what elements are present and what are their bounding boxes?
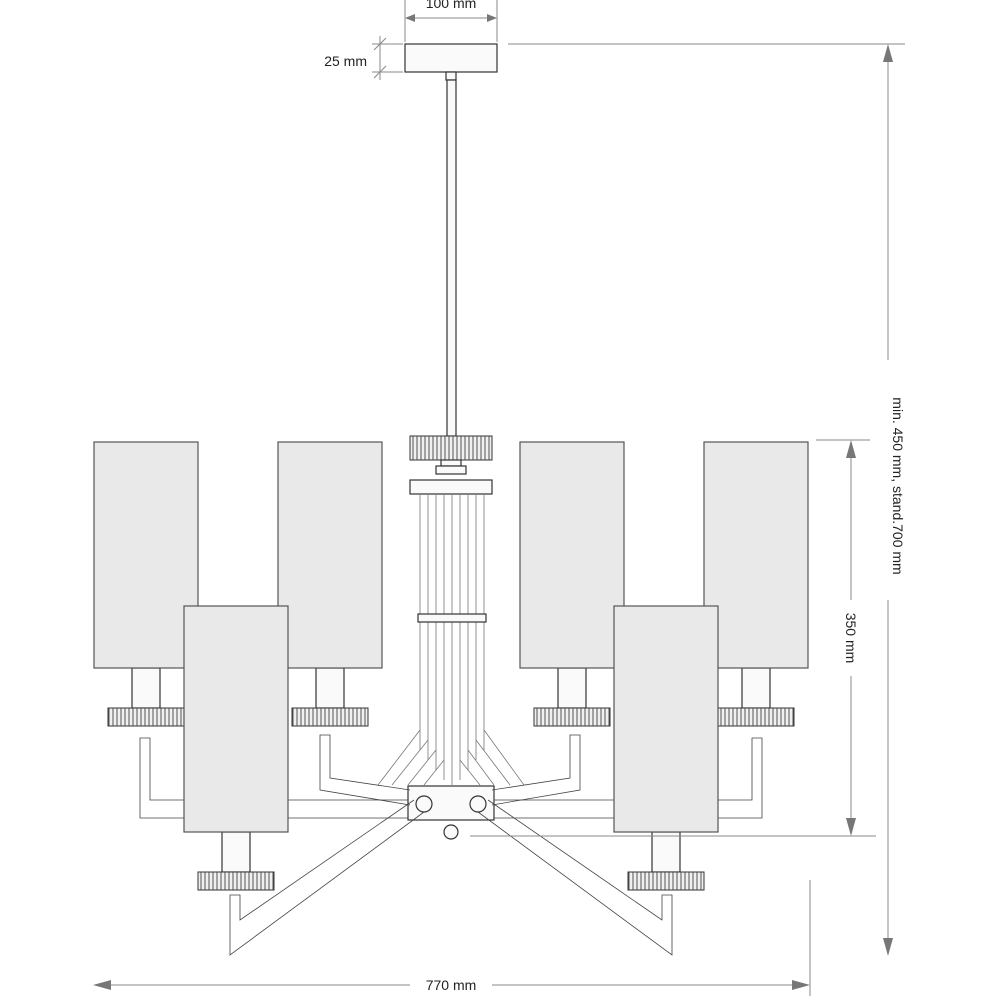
shade-rear-near-left bbox=[277, 441, 383, 669]
dimension-overall-height: min. 450 mm, stand.700 mm bbox=[508, 43, 906, 956]
suspension-rod bbox=[446, 79, 457, 437]
overall-height-label: min. 450 mm, stand.700 mm bbox=[890, 397, 906, 574]
ceiling-canopy bbox=[404, 43, 498, 81]
canopy-height-label: 25 mm bbox=[324, 53, 367, 69]
lamp-shades bbox=[93, 441, 809, 833]
dimension-overall-width: 770 mm bbox=[93, 880, 811, 996]
canopy-width-label: 100 mm bbox=[426, 0, 477, 11]
dimension-canopy-width: 100 mm bbox=[404, 0, 498, 42]
dimension-canopy-height: 25 mm bbox=[324, 36, 403, 80]
dimension-shade-height: 350 mm bbox=[470, 439, 876, 837]
overall-width-label: 770 mm bbox=[426, 977, 477, 993]
shade-rear-near-right bbox=[519, 441, 625, 669]
shade-front-left bbox=[183, 605, 289, 833]
shade-front-right bbox=[613, 605, 719, 833]
shade-rear-far-left bbox=[93, 441, 199, 669]
shade-rear-far-right bbox=[703, 441, 809, 669]
front-arms bbox=[229, 799, 673, 956]
socket-holders bbox=[107, 667, 795, 891]
shade-height-label: 350 mm bbox=[843, 613, 859, 664]
central-column bbox=[377, 435, 525, 840]
